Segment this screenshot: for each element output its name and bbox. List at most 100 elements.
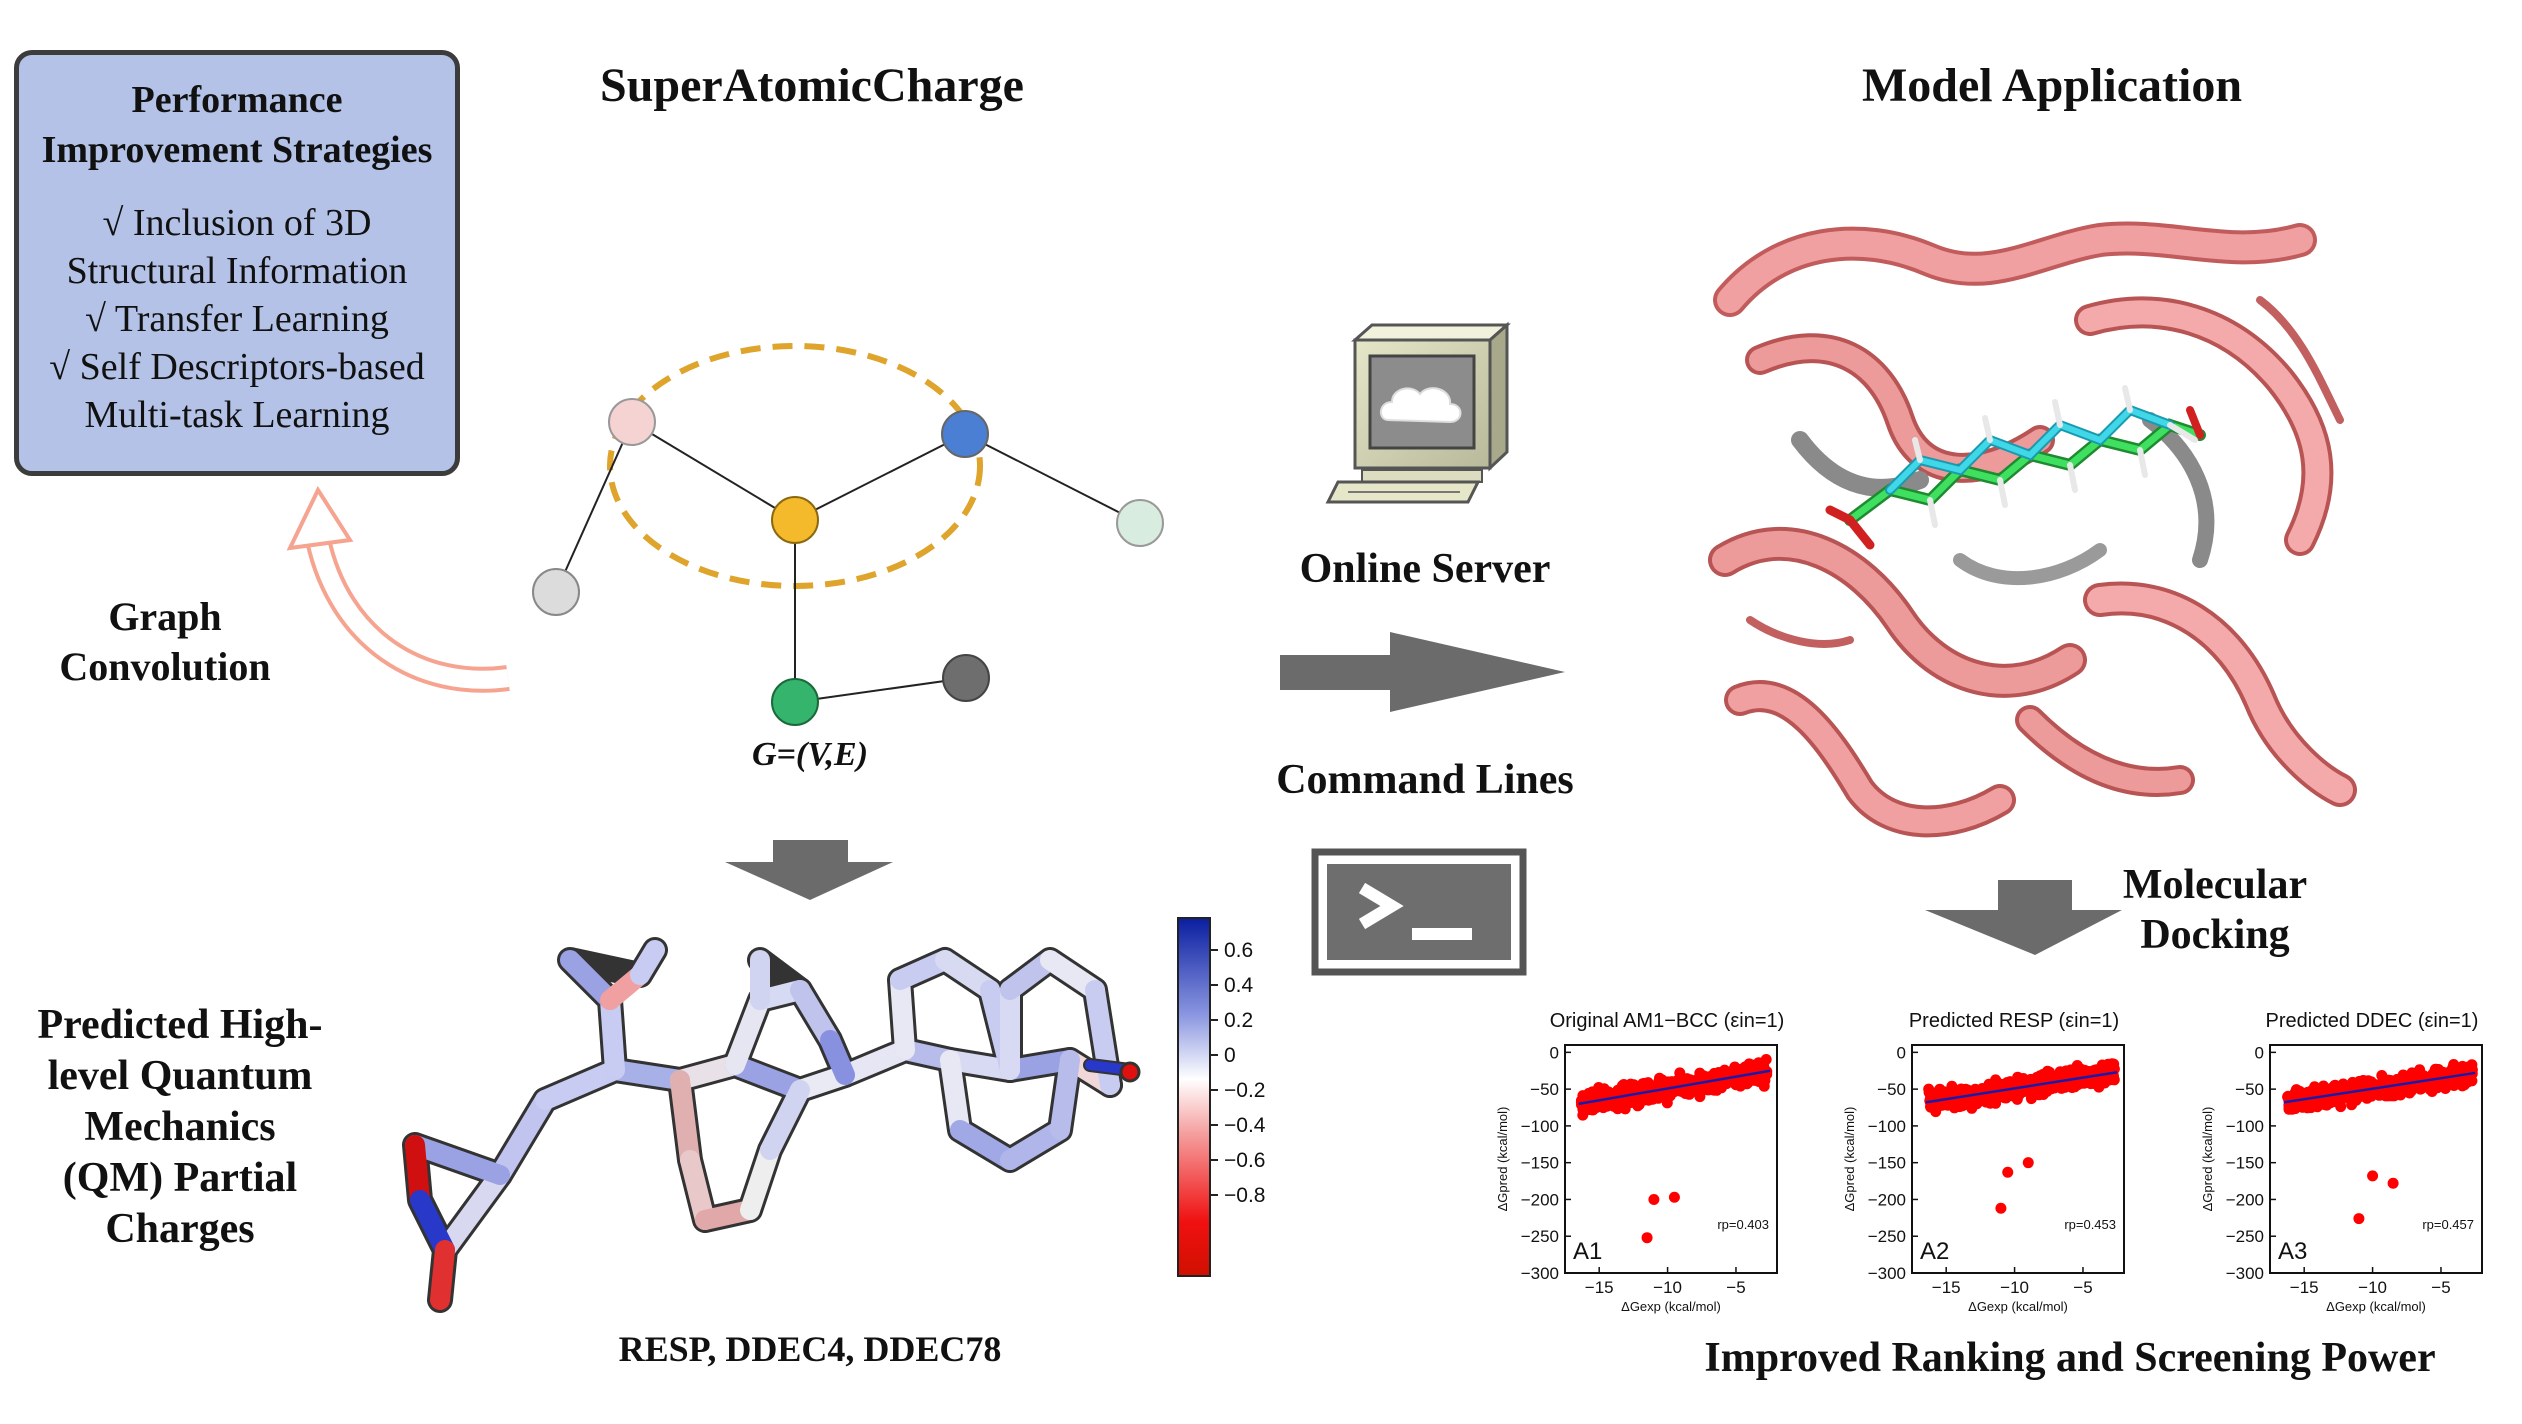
data-point — [1648, 1193, 1660, 1205]
cloud-icon — [1380, 387, 1462, 424]
graph-edge — [794, 433, 966, 521]
y-tick-label: −150 — [2226, 1154, 2264, 1173]
ligand-model — [1825, 385, 2206, 550]
data-point — [1963, 1098, 1974, 1110]
data-point — [2387, 1177, 2399, 1189]
y-tick-label: −100 — [1521, 1117, 1559, 1136]
y-axis-label: ΔGpred (kcal/mol) — [1842, 1107, 1857, 1212]
fit-line — [1578, 1069, 1771, 1106]
graph-node — [608, 398, 656, 446]
panel-tag: A3 — [2278, 1238, 2307, 1265]
colorbar-tick-label: −0.8 — [1224, 1184, 1265, 1207]
y-tick-label: 0 — [1897, 1043, 1906, 1062]
data-point — [2357, 1075, 2369, 1087]
strategy-item: √ Transfer Learning — [85, 298, 389, 340]
data-point — [2290, 1084, 2302, 1096]
correlation-label: rp=0.453 — [2064, 1217, 2116, 1232]
y-tick-label: −200 — [2226, 1190, 2264, 1209]
predicted-line: Mechanics — [84, 1104, 276, 1150]
scatter-plot: Predicted RESP (εin=1)0−50−100−150−200−2… — [1842, 1010, 2125, 1314]
panel-tag: A1 — [1573, 1238, 1602, 1265]
data-point — [2073, 1065, 2085, 1077]
fit-line — [2283, 1071, 2476, 1104]
y-tick-label: −100 — [1868, 1117, 1906, 1136]
x-tick-label: −5 — [1726, 1278, 1745, 1297]
data-point — [2353, 1213, 2365, 1225]
strategies-heading-line1: Performance — [131, 79, 343, 121]
data-point — [2072, 1077, 2084, 1089]
graph-label-line1: Graph — [108, 594, 222, 639]
x-axis-label: ΔGexp (kcal/mol) — [1968, 1299, 2068, 1314]
strategy-item: √ Inclusion of 3D — [102, 202, 372, 244]
scatter-plot: Original AM1−BCC (εin=1)0−50−100−150−200… — [1495, 1010, 1784, 1314]
docking-line2: Docking — [2140, 912, 2290, 958]
y-tick-label: 0 — [1550, 1043, 1559, 1062]
x-axis-label: ΔGexp (kcal/mol) — [2326, 1299, 2426, 1314]
docking-down-arrow — [1925, 880, 2122, 955]
data-point — [1593, 1082, 1605, 1093]
data-point — [1603, 1086, 1614, 1098]
graph-node — [942, 654, 990, 702]
graph-label-line2: Convolution — [59, 644, 271, 689]
graph-node — [532, 568, 580, 616]
strategies-box: Performance Improvement Strategies √ Inc… — [14, 50, 460, 476]
data-point — [1925, 1101, 1936, 1113]
x-tick-label: −5 — [2431, 1278, 2450, 1297]
y-tick-label: −200 — [1521, 1190, 1559, 1209]
charge-methods-label: RESP, DDEC4, DDEC78 — [618, 1329, 1002, 1369]
data-point — [2462, 1073, 2474, 1085]
online-server-label: Online Server — [1299, 546, 1551, 592]
y-tick-label: −200 — [1868, 1190, 1906, 1209]
down-arrow — [725, 840, 893, 900]
scatter-plots: Original AM1−BCC (εin=1)0−50−100−150−200… — [1495, 1010, 2483, 1314]
x-tick-label: −10 — [2358, 1278, 2387, 1297]
correlation-label: rp=0.457 — [2422, 1217, 2474, 1232]
plot-title: Predicted RESP (εin=1) — [1909, 1010, 2119, 1032]
graph-node — [941, 410, 989, 458]
data-point — [1612, 1084, 1624, 1096]
colorbar-tick-label: 0 — [1224, 1044, 1236, 1067]
graph-edge — [794, 677, 967, 703]
data-point — [2054, 1080, 2066, 1092]
y-tick-label: −300 — [1521, 1264, 1559, 1283]
y-tick-label: −300 — [1868, 1264, 1906, 1283]
scatter-plot: Predicted DDEC (εin=1)0−50−100−150−200−2… — [2200, 1010, 2483, 1314]
data-point — [2022, 1157, 2034, 1169]
predicted-line: Predicted High- — [37, 1002, 323, 1048]
strategy-item: Structural Information — [66, 250, 408, 292]
protein-structure-image — [1708, 221, 2357, 838]
data-point — [2406, 1067, 2418, 1079]
y-axis-label: ΔGpred (kcal/mol) — [1495, 1107, 1510, 1212]
data-point — [1995, 1202, 2007, 1214]
x-axis-label: ΔGexp (kcal/mol) — [1621, 1299, 1721, 1314]
strategy-item: Multi-task Learning — [84, 394, 390, 436]
colorbar-tick-label: −0.6 — [1224, 1149, 1265, 1172]
x-tick-label: −15 — [1585, 1278, 1614, 1297]
data-point — [2448, 1059, 2460, 1070]
y-tick-label: −250 — [1521, 1227, 1559, 1246]
predicted-line: level Quantum — [47, 1053, 313, 1099]
x-tick-label: −15 — [1932, 1278, 1961, 1297]
data-point — [1942, 1099, 1954, 1111]
terminal-icon — [1311, 848, 1527, 976]
predicted-qm-label: Predicted High- level Quantum Mechanics … — [20, 1000, 340, 1255]
computer-icon — [1325, 321, 1511, 504]
strategies-heading-line2: Improvement Strategies — [41, 129, 433, 171]
data-point — [1760, 1054, 1772, 1065]
data-point — [2367, 1170, 2379, 1182]
data-point — [1647, 1080, 1659, 1092]
data-point — [1632, 1095, 1644, 1107]
colorbar-tick-label: −0.4 — [1224, 1114, 1266, 1137]
data-point — [1641, 1232, 1653, 1244]
colorbar-tick-label: 0.4 — [1224, 974, 1254, 997]
data-point — [1985, 1079, 1996, 1091]
y-tick-label: −50 — [1877, 1080, 1906, 1099]
right-arrow — [1280, 632, 1565, 712]
command-lines-label: Command Lines — [1276, 757, 1574, 803]
data-point — [2388, 1090, 2400, 1102]
y-axis-label: ΔGpred (kcal/mol) — [2200, 1107, 2215, 1212]
graph-node — [771, 678, 819, 726]
data-point — [2000, 1078, 2012, 1090]
molecular-graph — [532, 343, 1164, 726]
